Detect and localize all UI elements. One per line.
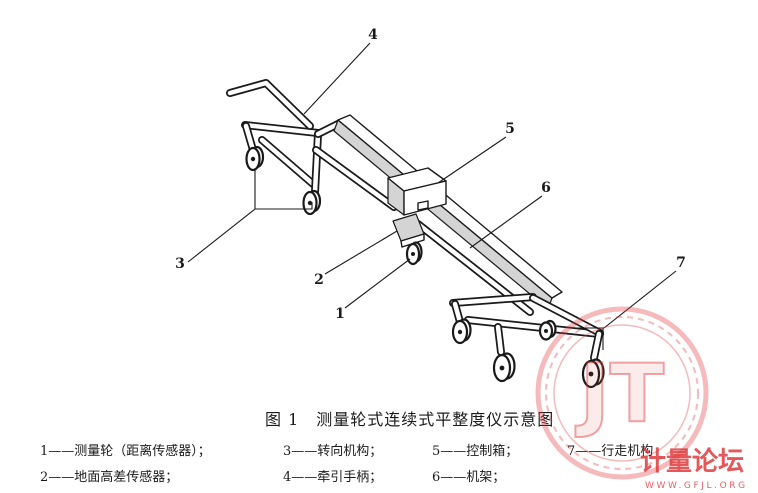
legend-item-5: 5——控制箱； xyxy=(432,443,518,459)
front-crossbar-inner xyxy=(242,122,321,136)
watermark-logo-text: JT xyxy=(575,347,665,440)
legend-item-4: 4——牵引手柄； xyxy=(283,470,382,485)
legend-item-7: 7——行走机构 xyxy=(567,444,653,459)
callout-4: 4 xyxy=(368,27,378,43)
leader-3 xyxy=(187,168,313,263)
rear-left-leg-inner xyxy=(452,301,463,325)
control-box-latch xyxy=(417,200,429,211)
callout-7: 7 xyxy=(676,255,686,271)
rear-running-assembly xyxy=(449,293,605,389)
callout-3: 3 xyxy=(175,256,185,272)
leader-4 xyxy=(303,42,371,115)
legend-item-3: 3——转向机构； xyxy=(283,443,382,459)
callout-1: 1 xyxy=(335,306,345,322)
leader-5 xyxy=(437,136,507,184)
ground-height-sensor xyxy=(392,213,425,248)
callout-labels: 1 2 3 4 5 6 7 xyxy=(175,27,686,322)
rear-mid-leg-inner xyxy=(495,324,504,355)
rear-wheel-c xyxy=(492,352,516,383)
front-left-leg-inner xyxy=(243,123,256,153)
measuring-wheel xyxy=(405,241,423,266)
control-box xyxy=(387,167,447,216)
front-diagonal-bar-inner xyxy=(259,137,316,187)
handle-bar-inner xyxy=(227,80,313,129)
traction-handle xyxy=(226,79,314,130)
main-beam-side xyxy=(333,119,553,310)
rear-wheel-a xyxy=(451,318,472,345)
watermark: JT 计量论坛 WWW.GFJL.ORG xyxy=(535,306,748,491)
rear-wheel-b xyxy=(538,319,557,341)
callout-2: 2 xyxy=(314,272,324,288)
rear-right-leg-inner xyxy=(591,331,602,361)
control-box-front-face xyxy=(403,180,447,216)
front-right-leg-inner xyxy=(312,131,321,195)
main-frame xyxy=(312,114,563,316)
callout-6: 6 xyxy=(541,180,551,196)
figure-caption: 图 1 测量轮式连续式平整度仪示意图 xyxy=(265,410,554,429)
main-beam-top xyxy=(337,114,563,299)
callout-5: 5 xyxy=(505,121,515,137)
leader-7 xyxy=(576,270,677,350)
leader-lines xyxy=(187,42,677,350)
legend-item-1: 1——测量轮（距离传感器）； xyxy=(40,443,211,459)
watermark-url: WWW.GFJL.ORG xyxy=(645,481,748,491)
front-wheel-left xyxy=(245,145,265,172)
leader-2 xyxy=(324,230,398,275)
legend-item-2: 2——地面高差传感器； xyxy=(40,469,178,485)
front-steering-assembly xyxy=(241,121,322,216)
rear-side-bar-inner xyxy=(530,295,603,336)
legend: 1——测量轮（距离传感器）； 3——转向机构； 5——控制箱； 7——行走机构 … xyxy=(40,443,653,485)
rear-top-bar-inner xyxy=(450,294,536,306)
leader-1 xyxy=(344,258,411,309)
lower-rail-front-inner xyxy=(313,147,397,210)
legend-item-6: 6——机架； xyxy=(432,470,505,485)
rear-wheel-d xyxy=(581,358,605,389)
watermark-site-name: 计量论坛 xyxy=(640,447,744,477)
gear-ring-logo-icon xyxy=(535,306,709,480)
rear-cross-bar-inner xyxy=(465,317,603,337)
leader-6 xyxy=(469,195,543,249)
